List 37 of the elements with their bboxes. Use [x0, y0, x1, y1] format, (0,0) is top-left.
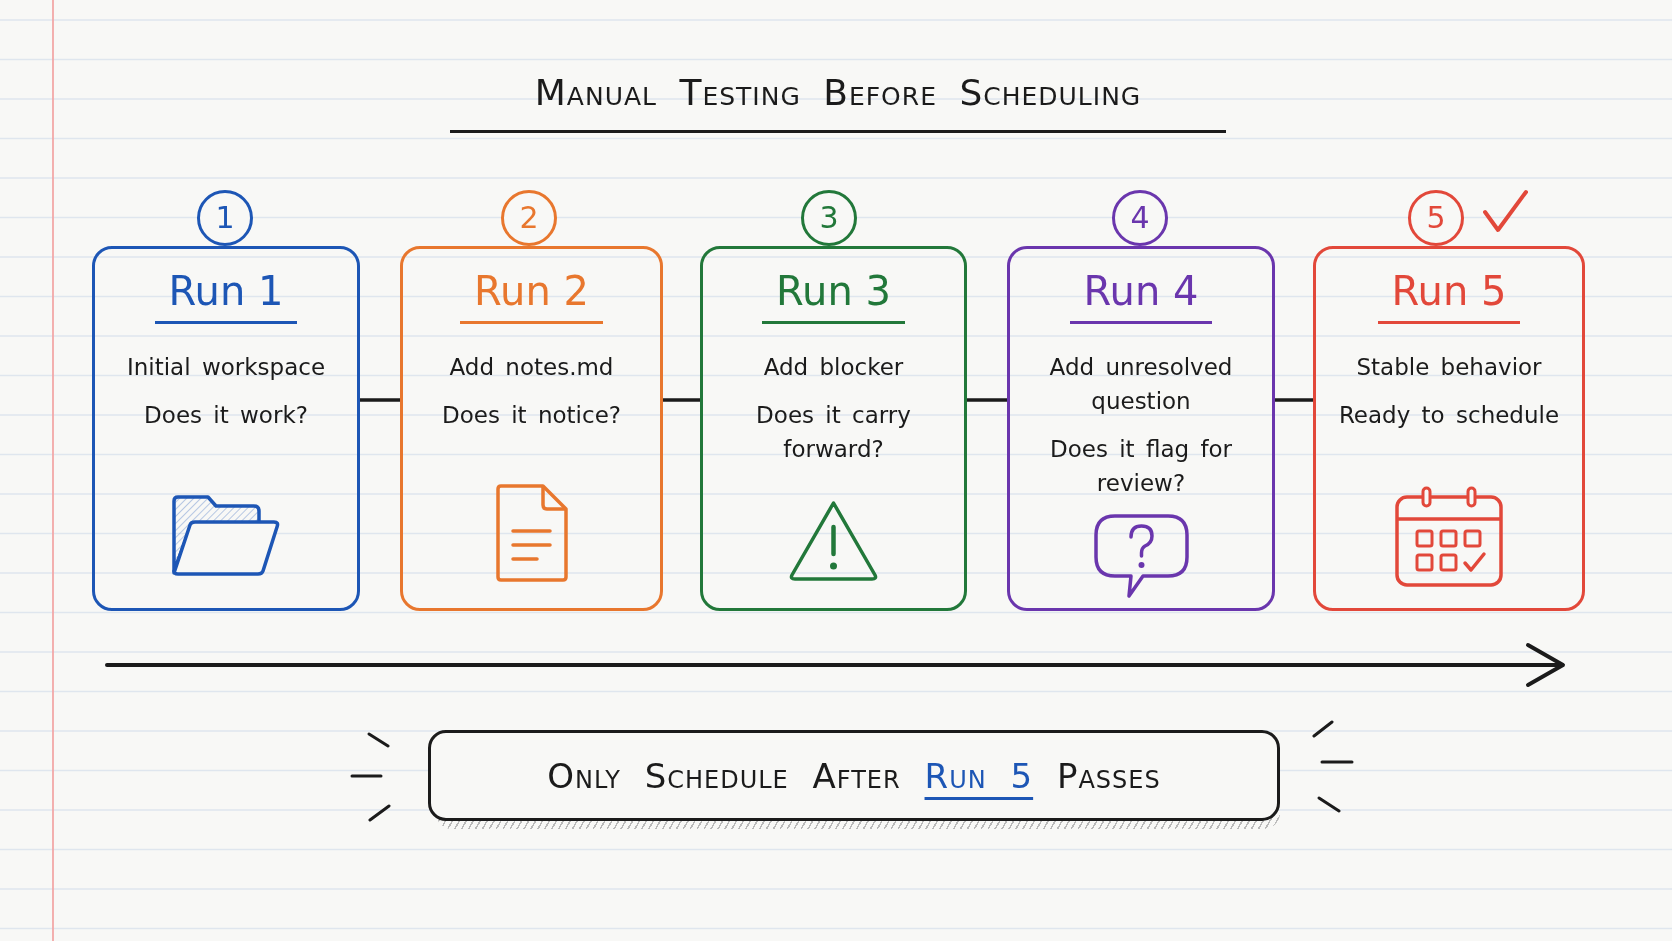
- card-text: Does it notice?: [441, 401, 622, 430]
- number-circle: [1112, 190, 1168, 246]
- connector-line: [663, 398, 700, 402]
- card-text: Add notes.md: [448, 353, 615, 382]
- connector-line: [1275, 398, 1313, 402]
- card-text: Stable behavior: [1355, 353, 1543, 382]
- step-number: 2: [519, 202, 539, 234]
- card-text: Add unresolved question: [1048, 353, 1234, 416]
- banner-text: Only Schedule After Run 5 Passes: [547, 754, 1161, 797]
- number-circle: [801, 190, 857, 246]
- card-text: Does it work?: [143, 401, 309, 430]
- card-text: Ready to schedule: [1337, 401, 1561, 430]
- step-card: [700, 246, 967, 611]
- number-circle: [501, 190, 557, 246]
- card-text: Initial workspace: [125, 353, 327, 382]
- connector-line: [967, 398, 1007, 402]
- step-card: [1313, 246, 1585, 611]
- step-card: [400, 246, 663, 611]
- diagram-title: Manual Testing Before Scheduling: [450, 70, 1226, 133]
- card-heading: Run 5: [1377, 267, 1521, 324]
- card-heading: Run 1: [154, 267, 298, 324]
- number-circle: [1408, 190, 1464, 246]
- step-number: 5: [1426, 202, 1446, 234]
- step-card: [92, 246, 360, 611]
- card-heading: Run 4: [1069, 267, 1213, 324]
- card-heading: Run 3: [762, 267, 905, 324]
- card-text: Does it carry forward?: [755, 401, 912, 464]
- step-number: 1: [215, 202, 235, 234]
- card-text: Does it flag for review?: [1048, 435, 1234, 498]
- connector-line: [360, 398, 400, 402]
- step-number: 4: [1130, 202, 1150, 234]
- card-text: Add blocker: [762, 353, 905, 382]
- step-number: 3: [819, 202, 839, 234]
- callout-banner: [428, 730, 1280, 821]
- card-heading: Run 2: [460, 267, 603, 324]
- step-card: [1007, 246, 1275, 611]
- number-circle: [197, 190, 253, 246]
